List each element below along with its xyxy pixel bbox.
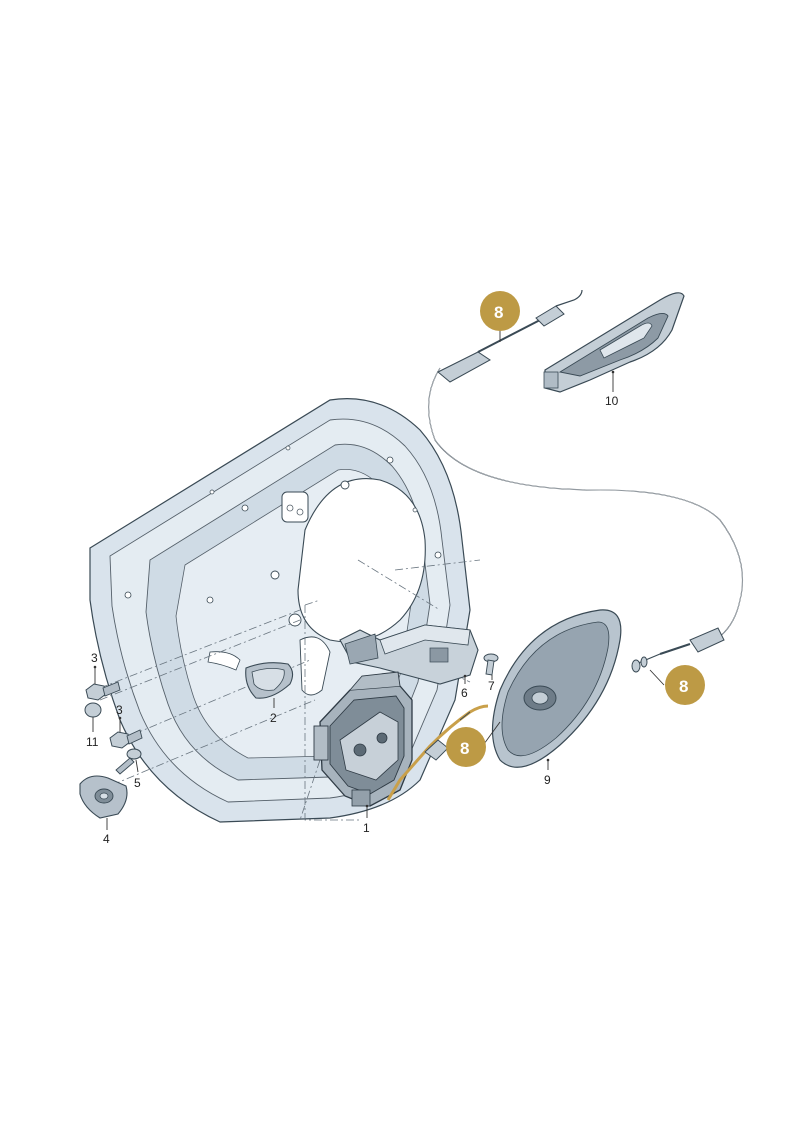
badge-8-right: 8 — [665, 665, 705, 705]
callout-4: 4 — [103, 832, 110, 846]
callout-1: 1 — [363, 821, 370, 835]
badge-8-center: 8 — [446, 727, 486, 767]
callout-11: 11 — [86, 735, 99, 749]
callout-7: 7 — [488, 679, 495, 693]
door-lock-unit — [313, 671, 413, 807]
interior-handle-cable — [428, 289, 743, 673]
badge-8-right-label: 8 — [679, 677, 688, 696]
leader-lines — [92, 330, 665, 830]
screw-7 — [483, 653, 499, 676]
cap-11 — [84, 702, 102, 718]
lock-bracket — [339, 624, 479, 685]
door-inner-panel — [89, 398, 471, 823]
screw-3-lower — [109, 729, 143, 749]
callout-9: 9 — [544, 773, 551, 787]
callout-3-upper: 3 — [91, 651, 98, 665]
badge-8-center-label: 8 — [460, 739, 469, 758]
striker-plate-4 — [79, 775, 128, 819]
callout-labels: 1 2 3 3 4 5 6 7 9 10 11 — [86, 394, 619, 846]
callout-2: 2 — [270, 711, 277, 725]
screw-3-upper — [85, 681, 121, 701]
exterior-handle-housing — [491, 609, 622, 768]
badge-8-top: 8 — [480, 291, 520, 331]
callout-10: 10 — [605, 394, 619, 408]
callout-5: 5 — [134, 776, 141, 790]
cover-cap-2 — [245, 662, 294, 699]
badge-8-top-label: 8 — [494, 303, 503, 322]
callout-3-lower: 3 — [116, 703, 123, 717]
callout-6: 6 — [461, 686, 468, 700]
bolt-5 — [115, 748, 142, 775]
interior-door-handle — [543, 292, 685, 393]
